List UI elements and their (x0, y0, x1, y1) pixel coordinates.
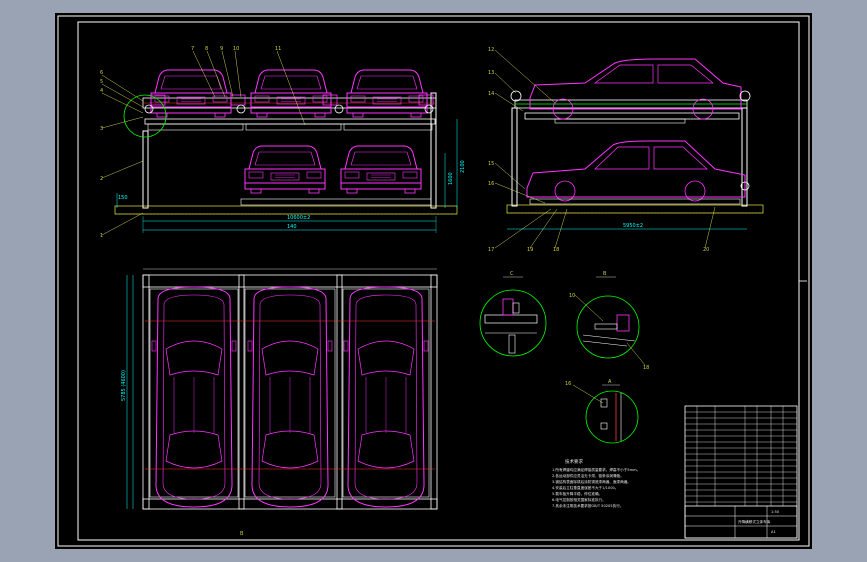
dim-width: 10600±2 (287, 215, 310, 221)
part-number-front: 8 (205, 46, 208, 52)
detail-callout-18: 18 (643, 365, 649, 371)
technical-notes: 技术要求 1.所有焊缝均应满足焊接质量要求，焊高不小于5mm。2.各运动部件应灵… (552, 458, 640, 508)
part-number-side: 12 (488, 47, 494, 53)
notes-line: 3.钢结构表面除锈后涂防锈底漆两遍、面漆两遍。 (552, 479, 631, 484)
notes-line: 5.载车板升降平稳，停位准确。 (552, 491, 602, 496)
part-number-front: 5 (100, 79, 103, 85)
notes-line: 6.电气控制按相关国家标准执行。 (552, 497, 606, 502)
car-side-upper (529, 58, 742, 110)
side-view: 5950±2 12 13 14 15 16 17 19 18 20 (488, 47, 764, 253)
part-number-front: 6 (100, 70, 103, 76)
part-number-front: 3 (100, 126, 103, 132)
part-number-front: 7 (191, 46, 194, 52)
car-plan-1 (151, 286, 237, 508)
part-number-side: 18 (553, 247, 559, 253)
column-left (142, 130, 149, 209)
part-number-side: 17 (488, 247, 494, 253)
part-number-front: 4 (100, 88, 103, 94)
cad-drawing: 10600±2 140 2100 1600 150 7 8 9 10 11 6 5 4 3 2 1 (57, 15, 810, 547)
dim-height-upper: 2100 (460, 160, 466, 173)
ground-slab-side (506, 204, 764, 214)
car-lower-2 (340, 145, 422, 194)
dim-plan-length: 5785 (4600) (121, 370, 127, 401)
column-side-left (511, 107, 518, 207)
part-number-side: 13 (488, 70, 494, 76)
part-number-front: 1 (100, 233, 103, 239)
title-block: 升降横移式立体车库 1:50 A1 (684, 405, 798, 539)
part-number-front: 9 (220, 46, 223, 52)
part-number-side: 16 (488, 181, 494, 187)
ground-slab (114, 205, 458, 215)
dim-side: 150 (118, 195, 128, 201)
detail-B: B 10 18 (569, 271, 649, 371)
dim-length-side: 5950±2 (623, 223, 643, 229)
detail-C-title: C (510, 271, 514, 277)
title-block-scale: 1:50 (771, 510, 780, 514)
notes-title: 技术要求 (565, 458, 583, 465)
car-upper-2 (250, 69, 332, 118)
part-number-side: 19 (527, 247, 533, 253)
detail-B-title: B (603, 271, 607, 277)
title-block-name: 升降横移式立体车库 (738, 519, 771, 524)
detail-C: C (479, 271, 547, 357)
car-lower-1 (244, 145, 326, 194)
drawing-sheet: 10600±2 140 2100 1600 150 7 8 9 10 11 6 5 4 3 2 1 (55, 13, 812, 549)
plan-view: 5785 (4600) B (121, 268, 438, 537)
dim-height-lower: 1600 (448, 172, 454, 185)
detail-circle-front (123, 94, 167, 138)
detail-callout-10: 10 (569, 293, 575, 299)
notes-line: 1.所有焊缝均应满足焊接质量要求，焊高不小于5mm。 (552, 467, 640, 472)
dim-base: 140 (287, 224, 297, 230)
part-number-side: 15 (488, 161, 494, 167)
detail-A: A 16 (565, 379, 639, 444)
part-number-front: 2 (100, 176, 103, 182)
car-upper-1 (150, 69, 232, 118)
car-plan-3 (343, 286, 429, 508)
car-upper-3 (346, 69, 428, 118)
detail-A-title: A (608, 379, 612, 385)
car-side-lower (526, 140, 746, 198)
notes-line: 2.各运动部件应灵活无卡滞，链条涂润滑脂。 (552, 473, 624, 478)
part-number-front: 11 (275, 46, 281, 52)
part-number-side: 14 (488, 91, 494, 97)
part-number-front: 10 (233, 46, 239, 52)
column-right (430, 92, 437, 209)
detail-A-callout: 16 (565, 381, 571, 387)
part-number-side: 20 (703, 247, 709, 253)
outer-frame (57, 15, 810, 547)
car-plan-2 (247, 286, 333, 508)
title-block-sheet: A1 (771, 530, 776, 534)
plan-marker: B (240, 531, 244, 537)
notes-line: 4.安装后立柱垂直度误差不大于1/1000。 (552, 485, 618, 490)
notes-line: 7.其余未注明技术要求按GB/T 50205执行。 (552, 503, 623, 508)
front-view: 10600±2 140 2100 1600 150 7 8 9 10 11 6 5 4 3 2 1 (100, 46, 466, 239)
